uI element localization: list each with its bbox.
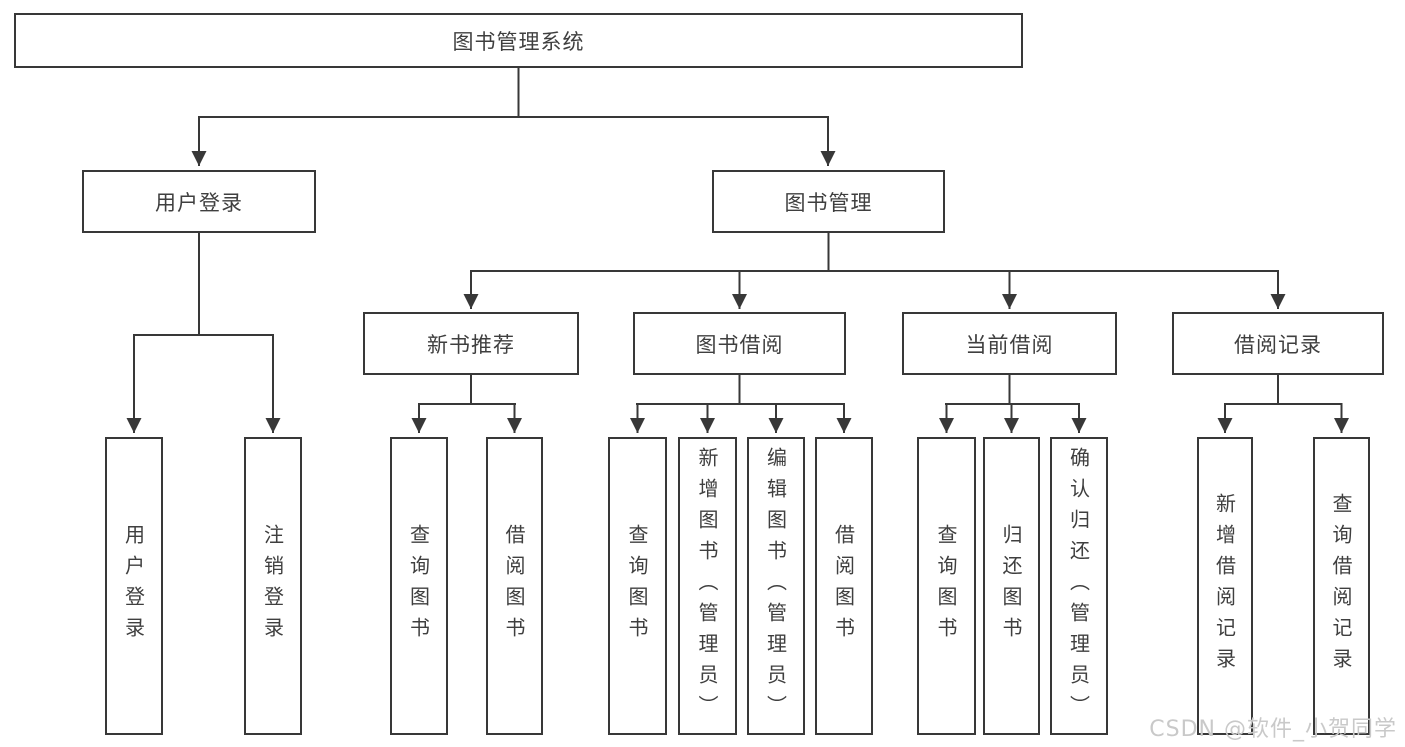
leaf-add-books-admin: 新增图书（管理员） bbox=[678, 437, 737, 735]
leaf-query-borrow-record: 查询借阅记录 bbox=[1313, 437, 1370, 735]
leaf-query-books-current: 查询图书 bbox=[917, 437, 976, 735]
leaf-confirm-return-admin: 确认归还（管理员） bbox=[1050, 437, 1108, 735]
leaf-borrow-books: 借阅图书 bbox=[815, 437, 873, 735]
leaf-user-login: 用户登录 bbox=[105, 437, 163, 735]
leaf-return-books: 归还图书 bbox=[983, 437, 1040, 735]
leaf-query-books-borrow: 查询图书 bbox=[608, 437, 667, 735]
node-user-login: 用户登录 bbox=[82, 170, 316, 233]
node-library-management-system: 图书管理系统 bbox=[14, 13, 1023, 68]
leaf-query-books-recommend: 查询图书 bbox=[390, 437, 448, 735]
leaf-logout: 注销登录 bbox=[244, 437, 302, 735]
node-new-book-recommend: 新书推荐 bbox=[363, 312, 579, 375]
csdn-watermark: CSDN @软件_小贺同学 bbox=[1149, 717, 1397, 742]
node-book-borrow: 图书借阅 bbox=[633, 312, 846, 375]
leaf-edit-books-admin: 编辑图书（管理员） bbox=[747, 437, 805, 735]
node-current-borrow: 当前借阅 bbox=[902, 312, 1117, 375]
node-book-management: 图书管理 bbox=[712, 170, 945, 233]
leaf-add-borrow-record: 新增借阅记录 bbox=[1197, 437, 1253, 735]
leaf-borrow-books-recommend: 借阅图书 bbox=[486, 437, 543, 735]
node-borrow-records: 借阅记录 bbox=[1172, 312, 1384, 375]
